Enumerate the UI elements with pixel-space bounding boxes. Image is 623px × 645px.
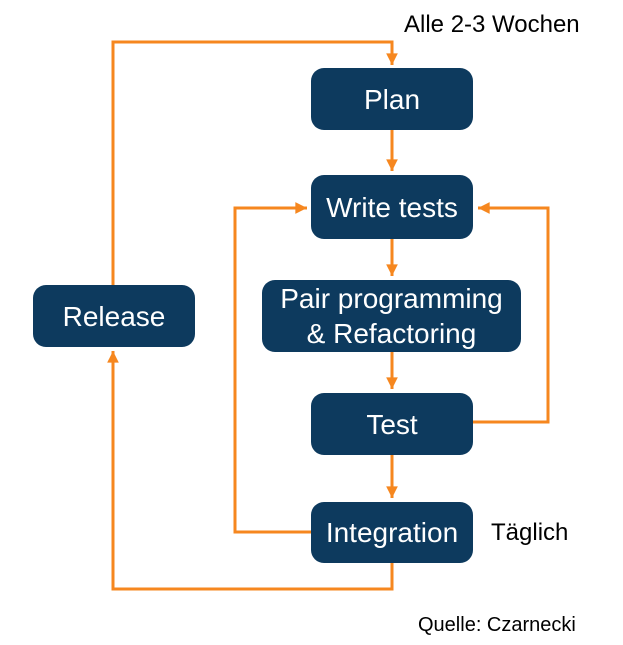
node-test: Test bbox=[311, 393, 473, 455]
arrow-integration-to-release-loop bbox=[107, 351, 394, 591]
arrow-integration-to-write-tests-loop bbox=[233, 202, 311, 534]
arrow-test-to-write-tests-loop bbox=[473, 202, 550, 424]
node-pair-programming-refactoring-label: Pair programming & Refactoring bbox=[280, 283, 503, 349]
node-release-label: Release bbox=[62, 300, 166, 332]
node-write-tests: Write tests bbox=[311, 175, 473, 239]
node-plan-label: Plan bbox=[363, 83, 421, 115]
node-plan: Plan bbox=[311, 68, 473, 130]
node-release: Release bbox=[33, 285, 195, 347]
annotation-cycle-weeks: Alle 2-3 Wochen bbox=[404, 11, 580, 38]
arrow-release-to-plan bbox=[111, 40, 398, 285]
annotation-daily: Täglich bbox=[491, 519, 569, 546]
node-integration: Integration bbox=[311, 502, 473, 563]
node-integration-label: Integration bbox=[325, 517, 459, 548]
node-test-label: Test bbox=[366, 408, 418, 440]
node-write-tests-label: Write tests bbox=[326, 191, 458, 223]
node-pair-programming-refactoring: Pair programming & Refactoring bbox=[262, 280, 521, 352]
annotation-source: Quelle: Czarnecki bbox=[418, 614, 576, 636]
